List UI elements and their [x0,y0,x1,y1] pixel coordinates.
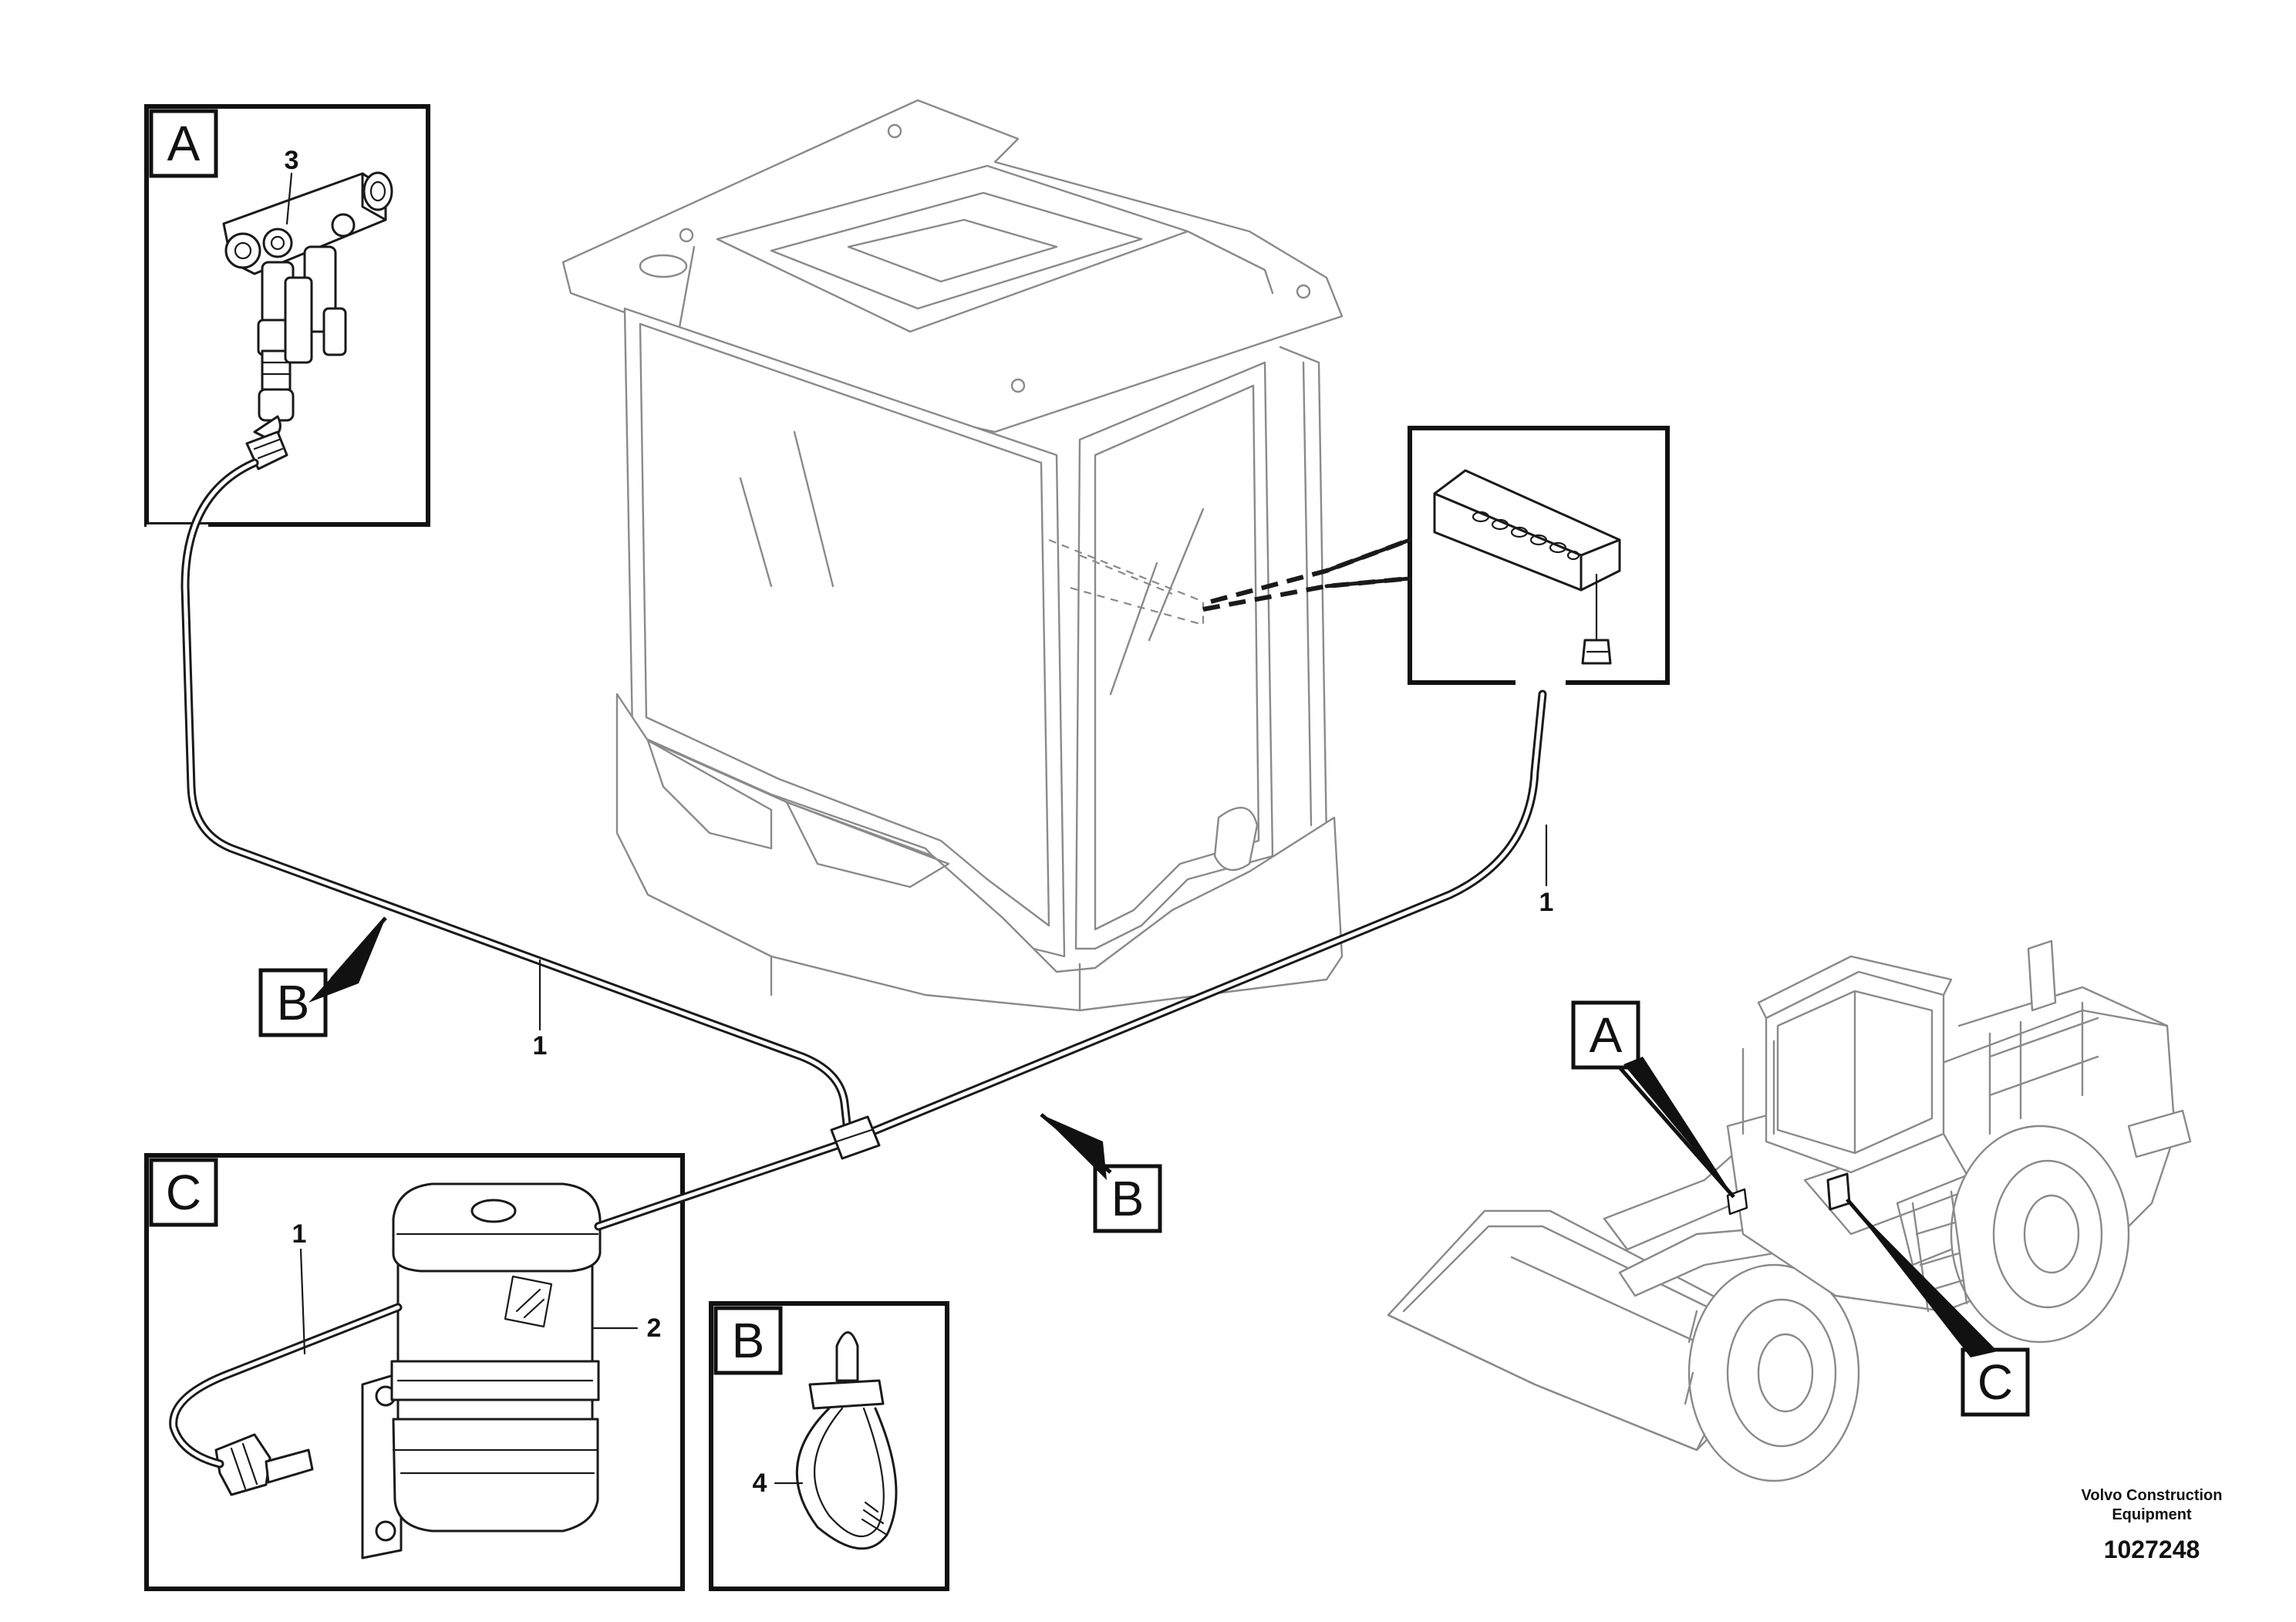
hose-tee-junction [830,1115,881,1160]
lubrication-hose [169,458,1547,1469]
distributor-block [222,171,393,441]
part-number-1-right: 1 [1539,888,1554,917]
view-b-left-label: B [277,975,310,1030]
operator-cab [561,99,1344,1012]
part-number-4: 4 [753,1469,767,1498]
part-number-1-left: 1 [533,1031,548,1061]
drawing-number: 1027248 [2104,1536,2200,1563]
detail-b-label-box [713,1306,783,1375]
projection-line-2 [1202,576,1411,612]
leader-3 [285,172,293,225]
detail-c-frame [144,1153,685,1591]
part-number-3: 3 [285,146,299,175]
right-detail-frame [1408,426,1670,685]
detail-b-frame [709,1301,949,1591]
detail-c-label: C [166,1165,201,1220]
view-b-center-label: B [1111,1171,1145,1226]
loader-a-callout: A [1571,1000,1735,1199]
detail-c-label-box [149,1158,218,1227]
leader-1-detail [299,1248,306,1355]
detail-a-label-box [149,109,218,178]
loader-c-label: C [1977,1354,2013,1410]
manufacturer-line-1: Volvo Construction [2082,1487,2223,1504]
view-b-left-callout: B [258,916,387,1037]
loader-a-label: A [1590,1007,1623,1063]
mounting-rail [1433,469,1621,665]
part-number-2: 2 [647,1313,662,1343]
container-connector [214,1433,314,1496]
detail-a-label: A [167,116,201,171]
cable-tie [795,1331,898,1550]
manufacturer-line-2: Equipment [2112,1506,2192,1523]
detail-b-label: B [732,1313,765,1368]
wheel-loader [1387,939,2192,1482]
view-b-center-callout: B [1040,1113,1162,1233]
grease-container [361,1182,602,1560]
part-number-1-detail: 1 [292,1219,307,1249]
loader-c-callout: C [1846,1198,2030,1417]
